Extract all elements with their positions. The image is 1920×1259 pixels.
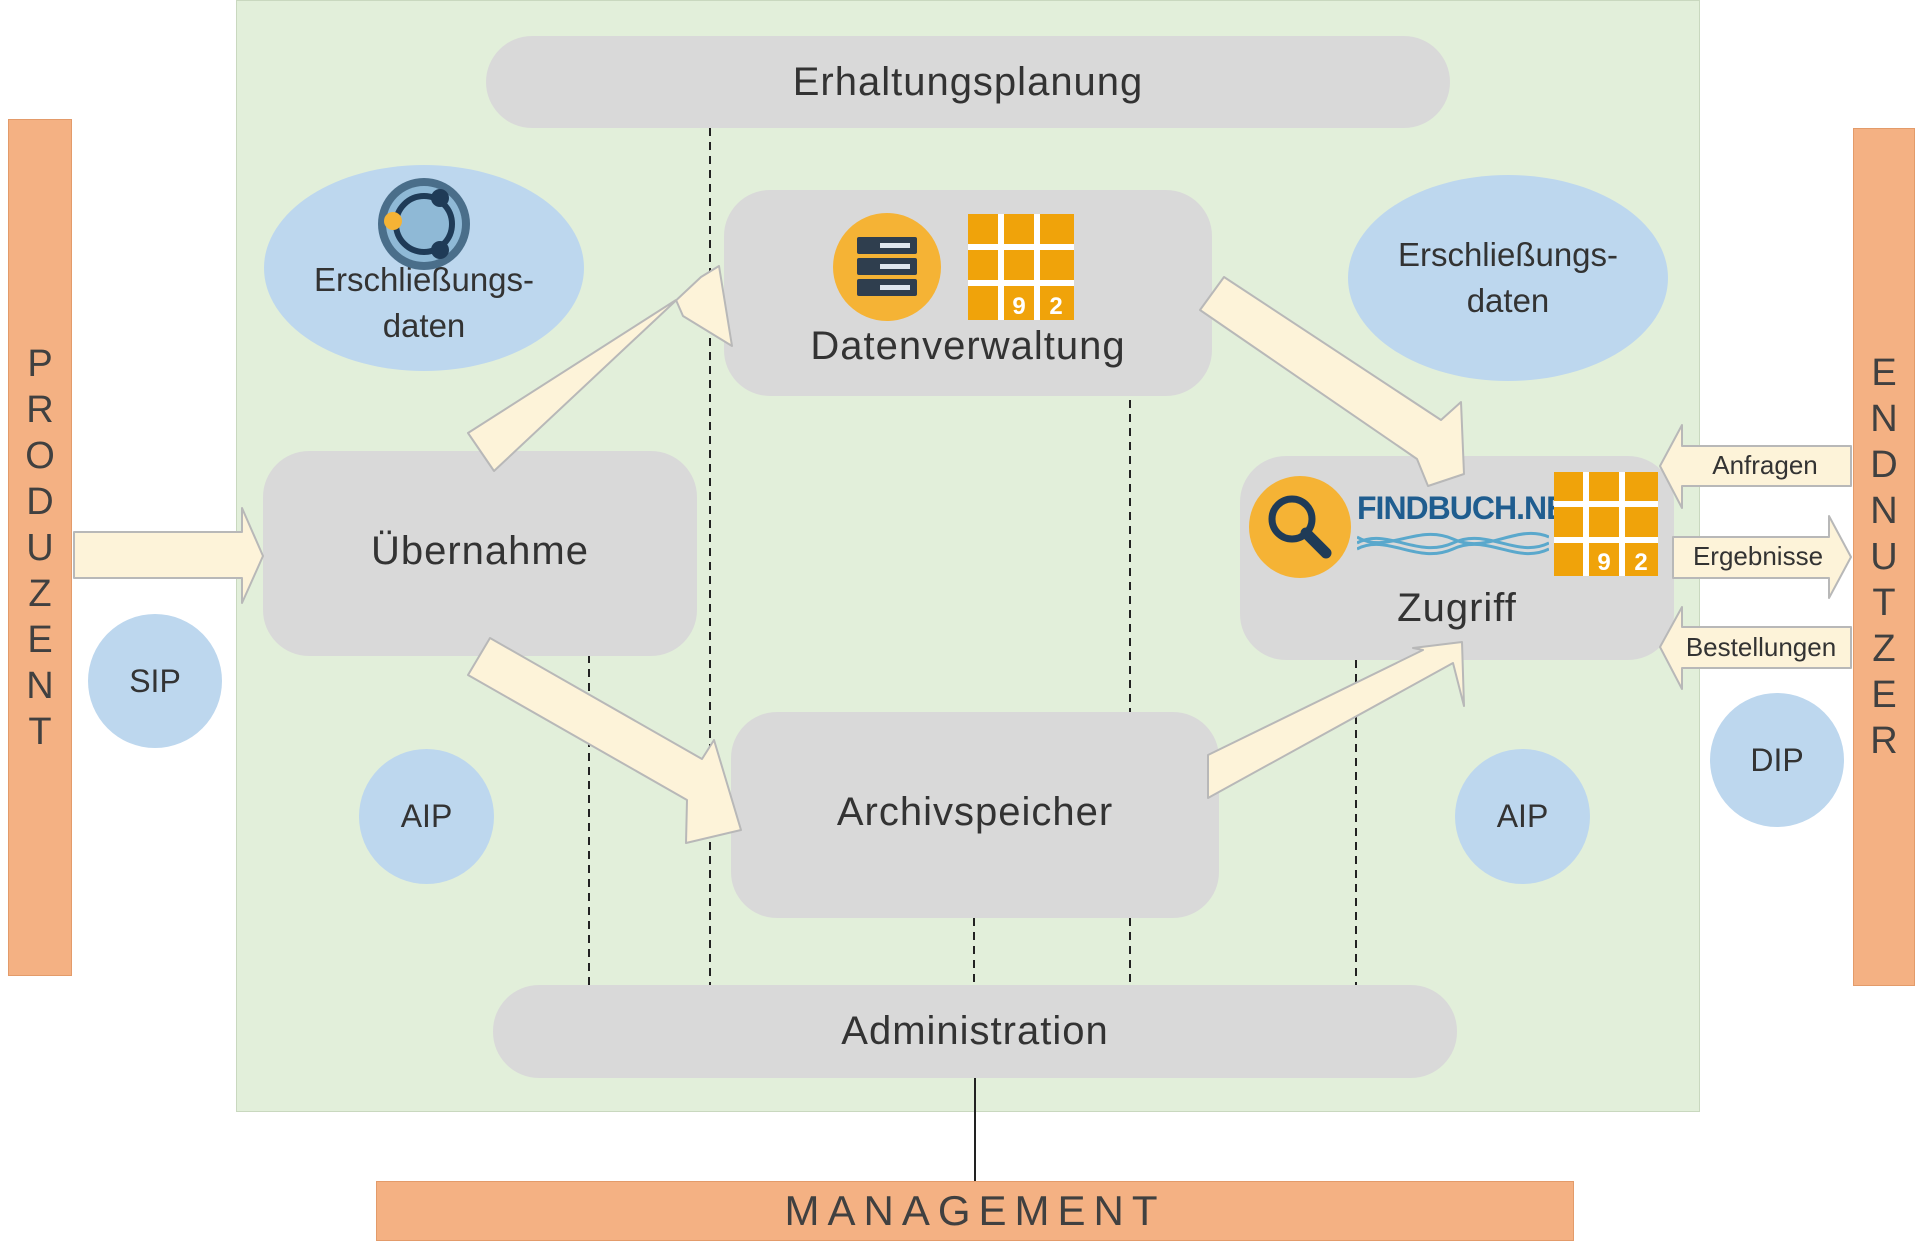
consumer-letter: R [1870, 720, 1898, 762]
producer-letter: O [25, 434, 55, 477]
sip-label: SIP [129, 662, 181, 699]
queries-label: Anfragen [1712, 450, 1818, 480]
management-bar: MANAGEMENT [376, 1181, 1574, 1241]
descriptive-info-right-line1: Erschließungs- [1397, 236, 1619, 273]
consumer-letter: T [1872, 582, 1896, 624]
storage-to-access-arrow [1207, 641, 1465, 799]
preservation-planning: Erhaltungsplanung [486, 36, 1450, 128]
aip-right-label: AIP [1496, 798, 1549, 834]
preservation-planning-label: Erhaltungsplanung [792, 59, 1144, 104]
orders-label: Bestellungen [1685, 632, 1837, 662]
ingest-to-storage-arrow [467, 637, 742, 844]
orders-arrow [1659, 606, 1852, 690]
sip-arrow [73, 507, 264, 604]
producer-letter: N [26, 664, 54, 707]
consumer-letter: D [1870, 444, 1898, 486]
administration-label: Administration [841, 1009, 1109, 1053]
administration: Administration [493, 985, 1457, 1078]
consumer-letter: E [1871, 674, 1897, 716]
consumer-letter: N [1870, 398, 1898, 440]
producer-letter: P [27, 342, 53, 385]
grid-digit-9: 9 [1597, 549, 1610, 576]
results-label: Ergebnisse [1692, 541, 1824, 571]
descriptive-info-left-line2: daten [382, 307, 466, 344]
findbuch-logo: FINDBUCH.NET [1357, 490, 1586, 560]
consumer-letter: U [1870, 536, 1898, 578]
aip-right-circle: AIP [1455, 749, 1590, 884]
queries-arrow [1659, 424, 1852, 509]
sip-circle: SIP [88, 614, 222, 748]
producer-letter: D [26, 480, 54, 523]
grid-digit-2: 2 [1049, 293, 1062, 320]
results-arrow [1672, 515, 1852, 599]
aip-left-label: AIP [400, 798, 453, 834]
data-management-label: Datenverwaltung [810, 324, 1126, 368]
producer-letter: R [26, 388, 54, 431]
ingest-block: Übernahme [263, 451, 697, 656]
dip-label: DIP [1750, 741, 1804, 778]
consumer-bar: E N D N U T Z E R [1853, 128, 1915, 986]
orbit-logo-icon [378, 178, 470, 270]
data-management-to-access-arrow [1199, 276, 1465, 487]
consumer-letter: N [1870, 490, 1898, 532]
producer-bar: P R O D U Z E N T [8, 119, 72, 976]
dip-circle: DIP [1710, 693, 1844, 827]
consumer-letter: Z [1872, 628, 1896, 670]
descriptive-info-right: Erschließungs- daten [1348, 175, 1668, 381]
access-label: Zugriff [1397, 586, 1517, 630]
producer-letter: E [27, 618, 53, 661]
ingest-label: Übernahme [370, 529, 589, 573]
producer-letter: T [28, 710, 52, 753]
grid-digit-2: 2 [1634, 549, 1647, 576]
producer-letter: Z [28, 572, 52, 615]
findbuch-wave-icon [1357, 531, 1549, 556]
grid-92-logo-icon: 9 2 [1554, 472, 1658, 576]
aip-left-circle: AIP [359, 749, 494, 884]
findbuch-logo-text: FINDBUCH.NET [1357, 490, 1586, 526]
grid-92-logo-icon: 9 2 [968, 214, 1074, 320]
ingest-to-data-management-arrow [467, 265, 733, 472]
grid-digit-9: 9 [1012, 293, 1025, 320]
archival-storage-block: Archivspeicher [731, 712, 1219, 918]
magnifier-icon [1249, 476, 1351, 578]
server-icon [833, 213, 941, 321]
archival-storage-label: Archivspeicher [836, 790, 1114, 834]
management-label: MANAGEMENT [784, 1187, 1166, 1234]
descriptive-info-right-line2: daten [1466, 282, 1550, 319]
producer-letter: U [26, 526, 54, 569]
consumer-letter: E [1871, 352, 1897, 394]
